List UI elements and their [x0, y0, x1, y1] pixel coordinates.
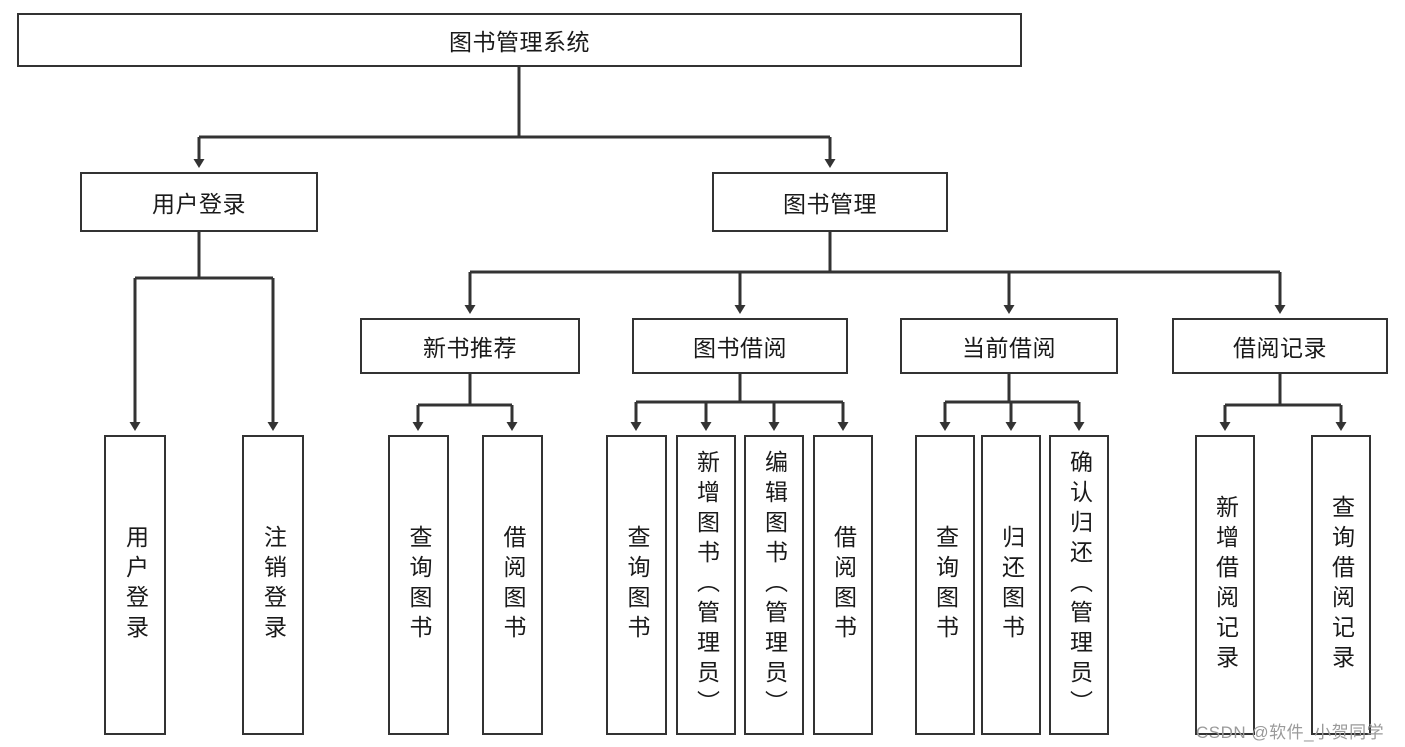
leaf-query-book-borrow[interactable]: 查询图书 [606, 435, 667, 735]
node-book-manage[interactable]: 图书管理 [712, 172, 948, 232]
node-label: 借阅记录 [1233, 335, 1327, 361]
node-label: 确认归还（管理员） [1066, 450, 1093, 720]
node-label: 归还图书 [998, 525, 1025, 645]
node-label: 新增图书（管理员） [693, 450, 720, 720]
node-label: 用户登录 [122, 525, 149, 645]
node-user-login[interactable]: 用户登录 [80, 172, 318, 232]
leaf-query-book-current[interactable]: 查询图书 [915, 435, 975, 735]
node-book-management-system[interactable]: 图书管理系统 [17, 13, 1022, 67]
leaf-borrow-book[interactable]: 借阅图书 [813, 435, 873, 735]
leaf-return-book[interactable]: 归还图书 [981, 435, 1041, 735]
node-new-book-recommend[interactable]: 新书推荐 [360, 318, 580, 374]
node-label: 图书管理系统 [449, 29, 590, 55]
node-label: 查询图书 [624, 525, 650, 645]
node-label: 查询图书 [932, 525, 959, 645]
node-label: 当前借阅 [962, 335, 1056, 361]
watermark-text: CSDN @软件_小贺同学 [1196, 723, 1385, 742]
node-label: 查询借阅记录 [1328, 495, 1355, 675]
node-label: 图书借阅 [693, 335, 787, 361]
node-label: 查询图书 [406, 525, 432, 645]
node-label: 借阅图书 [830, 525, 857, 645]
leaf-query-borrow-record[interactable]: 查询借阅记录 [1311, 435, 1371, 735]
node-book-borrow[interactable]: 图书借阅 [632, 318, 848, 374]
node-label: 注销登录 [260, 525, 287, 645]
node-label: 用户登录 [152, 191, 246, 217]
node-label: 新书推荐 [423, 335, 517, 361]
node-borrow-record[interactable]: 借阅记录 [1172, 318, 1388, 374]
leaf-edit-book-admin[interactable]: 编辑图书（管理员） [744, 435, 804, 735]
leaf-query-book-recommend[interactable]: 查询图书 [388, 435, 449, 735]
node-label: 新增借阅记录 [1212, 495, 1239, 675]
leaf-user-login[interactable]: 用户登录 [104, 435, 166, 735]
node-label: 借阅图书 [500, 525, 526, 645]
node-label: 图书管理 [783, 191, 877, 217]
leaf-add-borrow-record[interactable]: 新增借阅记录 [1195, 435, 1255, 735]
leaf-add-book-admin[interactable]: 新增图书（管理员） [676, 435, 736, 735]
leaf-logout[interactable]: 注销登录 [242, 435, 304, 735]
node-current-borrow[interactable]: 当前借阅 [900, 318, 1118, 374]
leaf-borrow-book-recommend[interactable]: 借阅图书 [482, 435, 543, 735]
leaf-confirm-return-admin[interactable]: 确认归还（管理员） [1049, 435, 1109, 735]
node-label: 编辑图书（管理员） [761, 450, 788, 720]
